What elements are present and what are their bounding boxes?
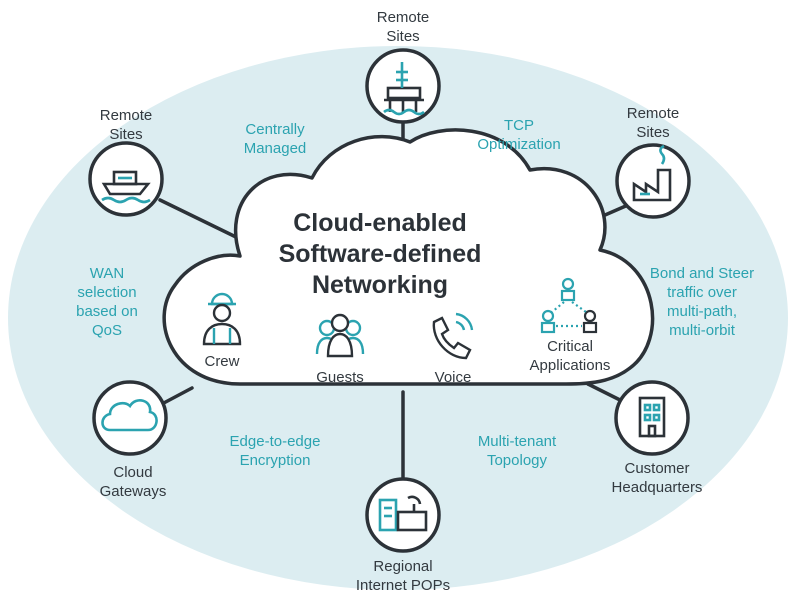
central-cloud <box>162 128 655 386</box>
feature-bond-and-steer: Bond and Steer traffic over multi-path, … <box>649 265 755 339</box>
group-icon <box>315 313 365 358</box>
feature-tcp-optimization: TCP Optimization <box>477 117 561 153</box>
node-lower-left-label: Cloud Gateways <box>99 464 167 500</box>
cloud-icon <box>101 399 158 432</box>
node-lower-right-label: Customer Headquarters <box>611 460 703 496</box>
user-critical-label: Critical Applications <box>529 338 611 374</box>
feature-multi-tenant: Multi-tenant Topology <box>477 433 557 469</box>
title-line-3: Networking <box>311 271 449 299</box>
node-upper-left-label: Remote Sites <box>99 107 153 143</box>
node-top-label: Remote Sites <box>376 9 430 45</box>
ship-icon <box>101 170 151 204</box>
user-crew-label: Crew <box>204 353 240 370</box>
feature-wan-selection: WAN selection based on QoS <box>76 265 138 339</box>
feature-centrally-managed: Centrally Managed <box>243 121 307 157</box>
phone-icon <box>432 312 474 360</box>
node-bottom-circle <box>365 477 441 553</box>
data-center-icon <box>378 495 428 532</box>
oil-platform-icon <box>383 62 425 116</box>
node-upper-right-label: Remote Sites <box>626 105 680 141</box>
title-line-2: Software-defined <box>278 240 482 268</box>
node-lower-left-circle <box>92 380 168 456</box>
office-building-icon <box>638 396 666 438</box>
node-bottom-label: Regional Internet POPs <box>355 558 451 594</box>
factory-icon <box>632 144 672 202</box>
node-upper-right-circle <box>615 143 691 219</box>
user-voice-label: Voice <box>434 369 472 386</box>
feature-edge-encryption: Edge-to-edge Encryption <box>229 433 321 469</box>
network-people-icon <box>540 277 598 334</box>
user-guests-label: Guests <box>316 369 364 386</box>
diagram-title: Cloud-enabled Software-defined Networkin… <box>255 208 505 301</box>
node-lower-right-circle <box>614 380 690 456</box>
worker-icon <box>202 292 242 346</box>
title-line-1: Cloud-enabled <box>293 209 467 237</box>
